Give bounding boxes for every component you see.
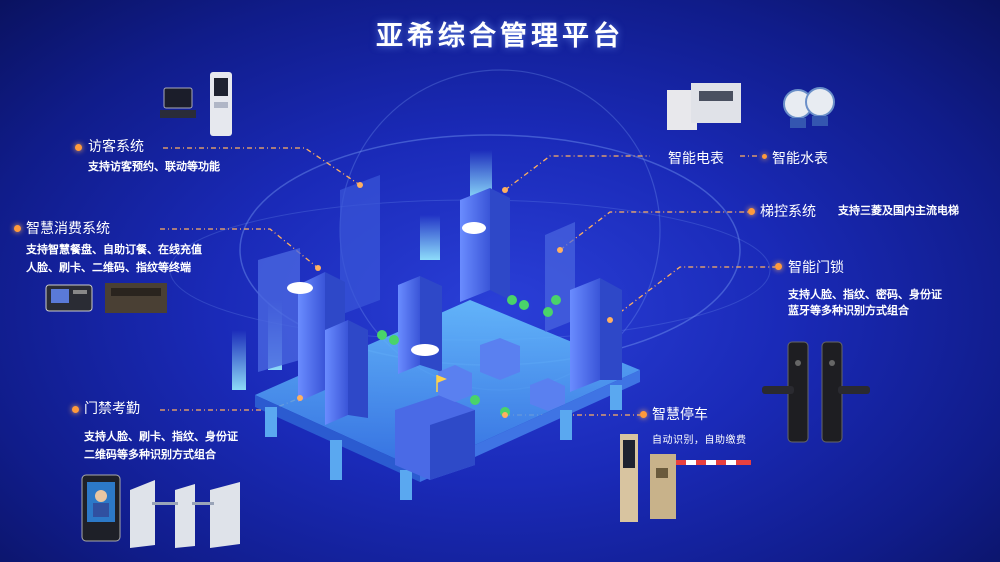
elevator-system-desc: 支持三菱及国内主流电梯 — [838, 204, 959, 217]
smart-lock-label: 智能门锁 — [788, 260, 844, 276]
electric-meter-icon — [667, 83, 741, 130]
parking-dot — [640, 411, 647, 418]
consume-dot — [14, 225, 21, 232]
visitor-kiosk-icon — [160, 72, 232, 136]
lock-dot — [775, 263, 782, 270]
smart-lock-desc-1: 支持人脸、指纹、密码、身份证 — [788, 288, 942, 301]
water-meter-icon — [783, 87, 835, 128]
smart-door-lock-icon — [762, 341, 870, 443]
page-title: 亚希综合管理平台 — [376, 21, 624, 52]
smart-parking-label: 智慧停车 — [652, 407, 708, 423]
access-attendance-label: 门禁考勤 — [84, 401, 140, 417]
meter-dot — [762, 154, 767, 159]
access-attendance-desc-2: 二维码等多种识别方式组合 — [84, 448, 216, 461]
access-dot — [72, 406, 79, 413]
consume-system-label: 智慧消费系统 — [26, 221, 110, 237]
smart-lock-desc-2: 蓝牙等多种识别方式组合 — [788, 304, 909, 317]
elevator-system-label: 梯控系统 — [760, 204, 816, 220]
elevator-dot — [748, 208, 755, 215]
access-attendance-desc-1: 支持人脸、刷卡、指纹、身份证 — [84, 430, 238, 443]
visitor-system-label: 访客系统 — [88, 139, 144, 155]
visitor-dot — [75, 144, 82, 151]
water-meter-label: 智能水表 — [772, 151, 828, 167]
pos-terminal-icon — [45, 283, 167, 313]
electric-meter-label: 智能电表 — [668, 151, 724, 167]
face-terminal-turnstile-icon — [81, 474, 240, 548]
visitor-system-desc: 支持访客预约、联动等功能 — [88, 160, 220, 173]
consume-system-desc-2: 人脸、刷卡、二维码、指纹等终端 — [26, 261, 191, 274]
smart-parking-desc: 自动识别，自助缴费 — [652, 435, 747, 446]
consume-system-desc-1: 支持智慧餐盘、自助订餐、在线充值 — [26, 243, 202, 256]
parking-barrier-icon — [620, 434, 751, 522]
